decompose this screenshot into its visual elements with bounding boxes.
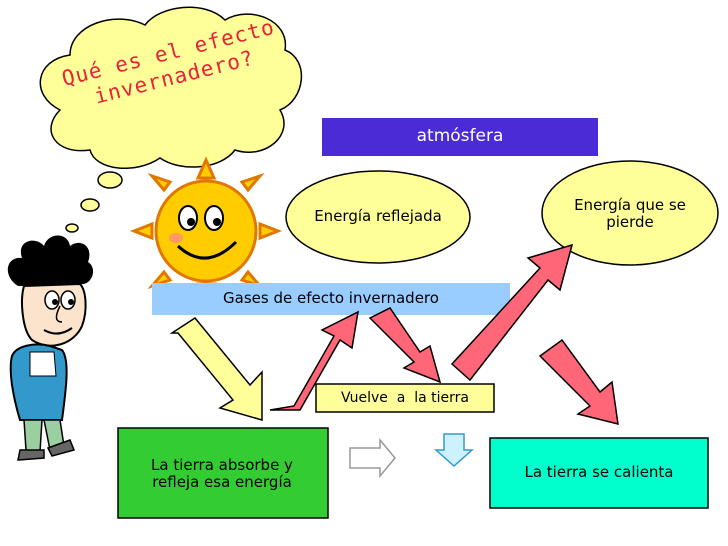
connector-down-arrow xyxy=(434,433,474,468)
back-to-earth-box xyxy=(315,383,495,413)
reflected-energy-label: Energía reflejada xyxy=(314,207,442,226)
thought-cloud xyxy=(39,6,302,233)
reflected-energy-ellipse xyxy=(285,170,471,264)
connector-right-arrow xyxy=(349,437,396,479)
lost-energy-arrow xyxy=(450,243,574,382)
sun-icon xyxy=(129,156,283,306)
lost-energy-ellipse xyxy=(541,160,719,266)
sunlight-arrow xyxy=(169,317,263,421)
earth-absorbs-box xyxy=(117,427,329,519)
greenhouse-gases-label: Gases de efecto invernadero xyxy=(223,289,439,308)
lost-energy-label: Energía que se pierde xyxy=(574,195,686,231)
warming-arrow xyxy=(538,338,619,425)
back-to-earth-label: Vuelve a la tierra xyxy=(340,389,470,406)
return-down-arrow xyxy=(368,307,442,384)
earth-warms-box xyxy=(489,437,709,509)
reflected-up-arrow xyxy=(269,310,359,411)
atmosphere-label: atmósfera xyxy=(416,126,504,147)
atmosphere-bar xyxy=(322,118,598,156)
greenhouse-gases-band xyxy=(152,283,510,315)
earth-absorbs-label: La tierra absorbe y refleja esa energía xyxy=(151,455,293,491)
earth-warms-label: La tierra se calienta xyxy=(524,463,674,482)
cartoon-boy-icon xyxy=(7,235,94,461)
